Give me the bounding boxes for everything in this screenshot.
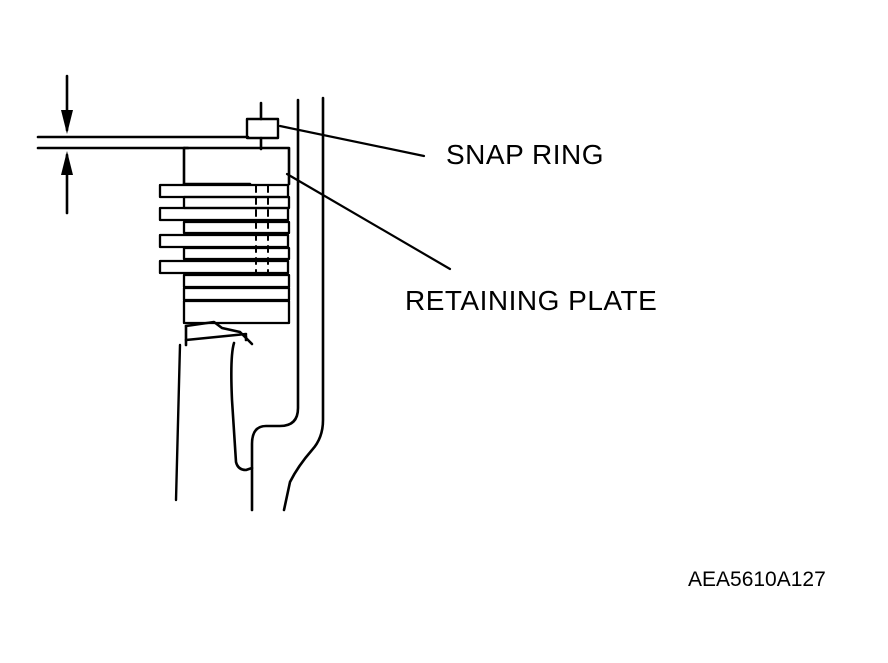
clearance-dimension [36,74,250,215]
down-arrow-icon [61,110,73,134]
steel-plate [182,195,291,210]
up-arrow-icon [61,151,73,175]
figure-id: AEA5610A127 [688,568,826,591]
clutch-drum-wall [250,96,325,512]
retaining-plate-leader-line [285,172,452,271]
clutch-disc [158,259,290,275]
retaining-plate-label: RETAINING PLATE [405,285,658,316]
steel-plate [182,273,291,289]
steel-plate [182,246,291,261]
retaining-plate [182,146,291,186]
steel-plate [182,286,291,302]
clutch-plate-stack [158,183,291,325]
pressure-plate [182,299,291,325]
steel-plate [182,220,291,235]
piston [174,320,254,502]
snap-ring-label: SNAP RING [446,139,605,170]
snap-ring [245,101,280,151]
snap-ring-leader-line [278,124,426,158]
